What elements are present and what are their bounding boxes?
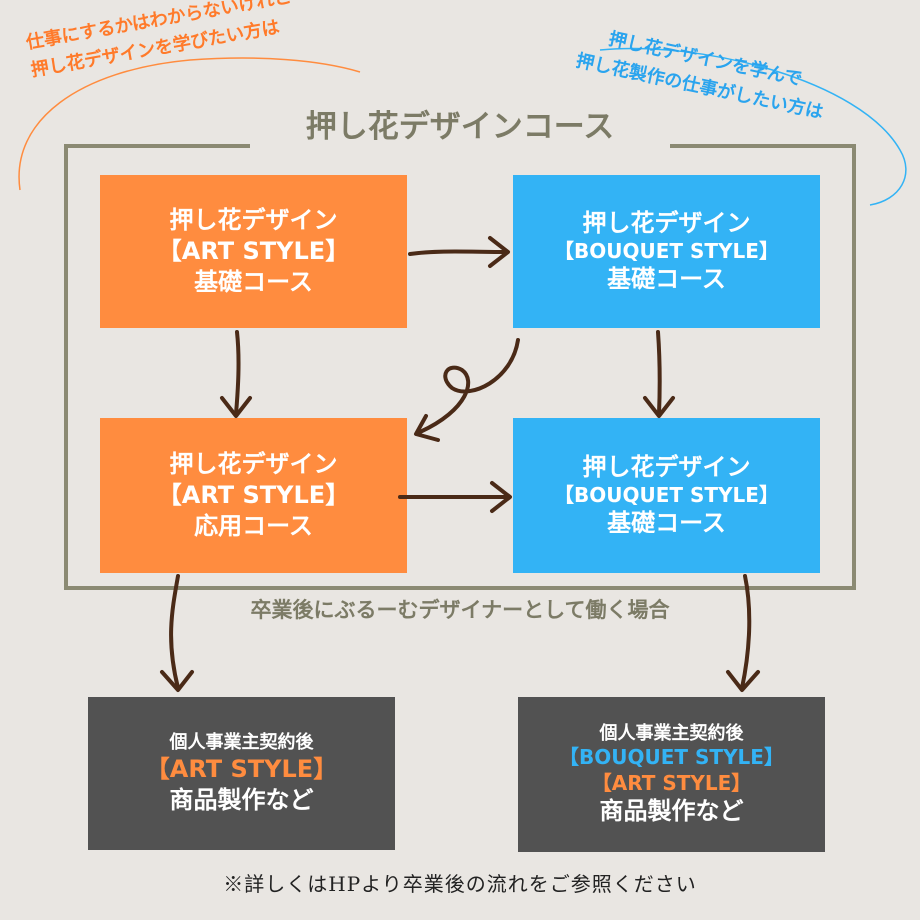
course-title: 押し花デザインコース: [250, 100, 670, 154]
box-line3: 基礎コース: [607, 509, 726, 538]
outcome-left-box: 個人事業主契約後 【ART STYLE】 商品製作など: [88, 697, 395, 850]
box-line2: 【BOUQUET STYLE】: [554, 238, 779, 263]
caption: 卒業後にぶるーむデザイナーとして働く場合: [160, 590, 760, 630]
arrowhead: [160, 670, 194, 692]
arrowhead: [490, 481, 512, 513]
box-line2: 【ART STYLE】: [157, 481, 350, 510]
arrow-bouquet-basic-to-second: [656, 330, 662, 416]
bouquet-basic-course-box: 押し花デザイン 【BOUQUET STYLE】 基礎コース: [513, 175, 820, 328]
arrowhead: [220, 396, 252, 418]
box-line1: 押し花デザイン: [582, 452, 751, 481]
box-line1: 押し花デザイン: [169, 206, 338, 235]
outcome-line4: 商品製作など: [599, 797, 744, 826]
arrow-bouquet-to-outcome-right: [740, 574, 752, 690]
outcome-line3: 【ART STYLE】: [591, 770, 752, 795]
outcome-line1: 個人事業主契約後: [169, 732, 314, 754]
arrow-bouquet-to-art-applied: [418, 338, 520, 434]
box-line2: 【BOUQUET STYLE】: [554, 482, 779, 507]
bouquet-second-course-box: 押し花デザイン 【BOUQUET STYLE】 基礎コース: [513, 418, 820, 573]
box-line1: 押し花デザイン: [582, 208, 751, 237]
outcome-line3: 商品製作など: [169, 786, 314, 815]
arrowhead: [488, 236, 510, 268]
outcome-right-box: 個人事業主契約後 【BOUQUET STYLE】 【ART STYLE】 商品製…: [518, 697, 825, 852]
box-line2: 【ART STYLE】: [157, 237, 350, 266]
box-line1: 押し花デザイン: [169, 450, 338, 479]
arrow-applied-to-outcome-left: [169, 574, 180, 690]
art-basic-course-box: 押し花デザイン 【ART STYLE】 基礎コース: [100, 175, 407, 328]
outcome-line1: 個人事業主契約後: [599, 723, 744, 745]
outcome-line2: 【ART STYLE】: [145, 755, 338, 784]
art-applied-course-box: 押し花デザイン 【ART STYLE】 応用コース: [100, 418, 407, 573]
box-line3: 基礎コース: [607, 265, 726, 294]
footer-note: ※詳しくはHPより卒業後の流れをご参照ください: [223, 872, 697, 896]
arrowhead: [643, 396, 675, 418]
arrowhead: [726, 670, 760, 692]
box-line3: 基礎コース: [194, 267, 313, 296]
box-line3: 応用コース: [194, 511, 313, 540]
arrowhead: [414, 414, 440, 442]
arrow-art-basic-to-applied: [234, 330, 241, 416]
outcome-line2: 【BOUQUET STYLE】: [559, 745, 784, 770]
arrow-art-to-bouquet: [408, 249, 508, 256]
